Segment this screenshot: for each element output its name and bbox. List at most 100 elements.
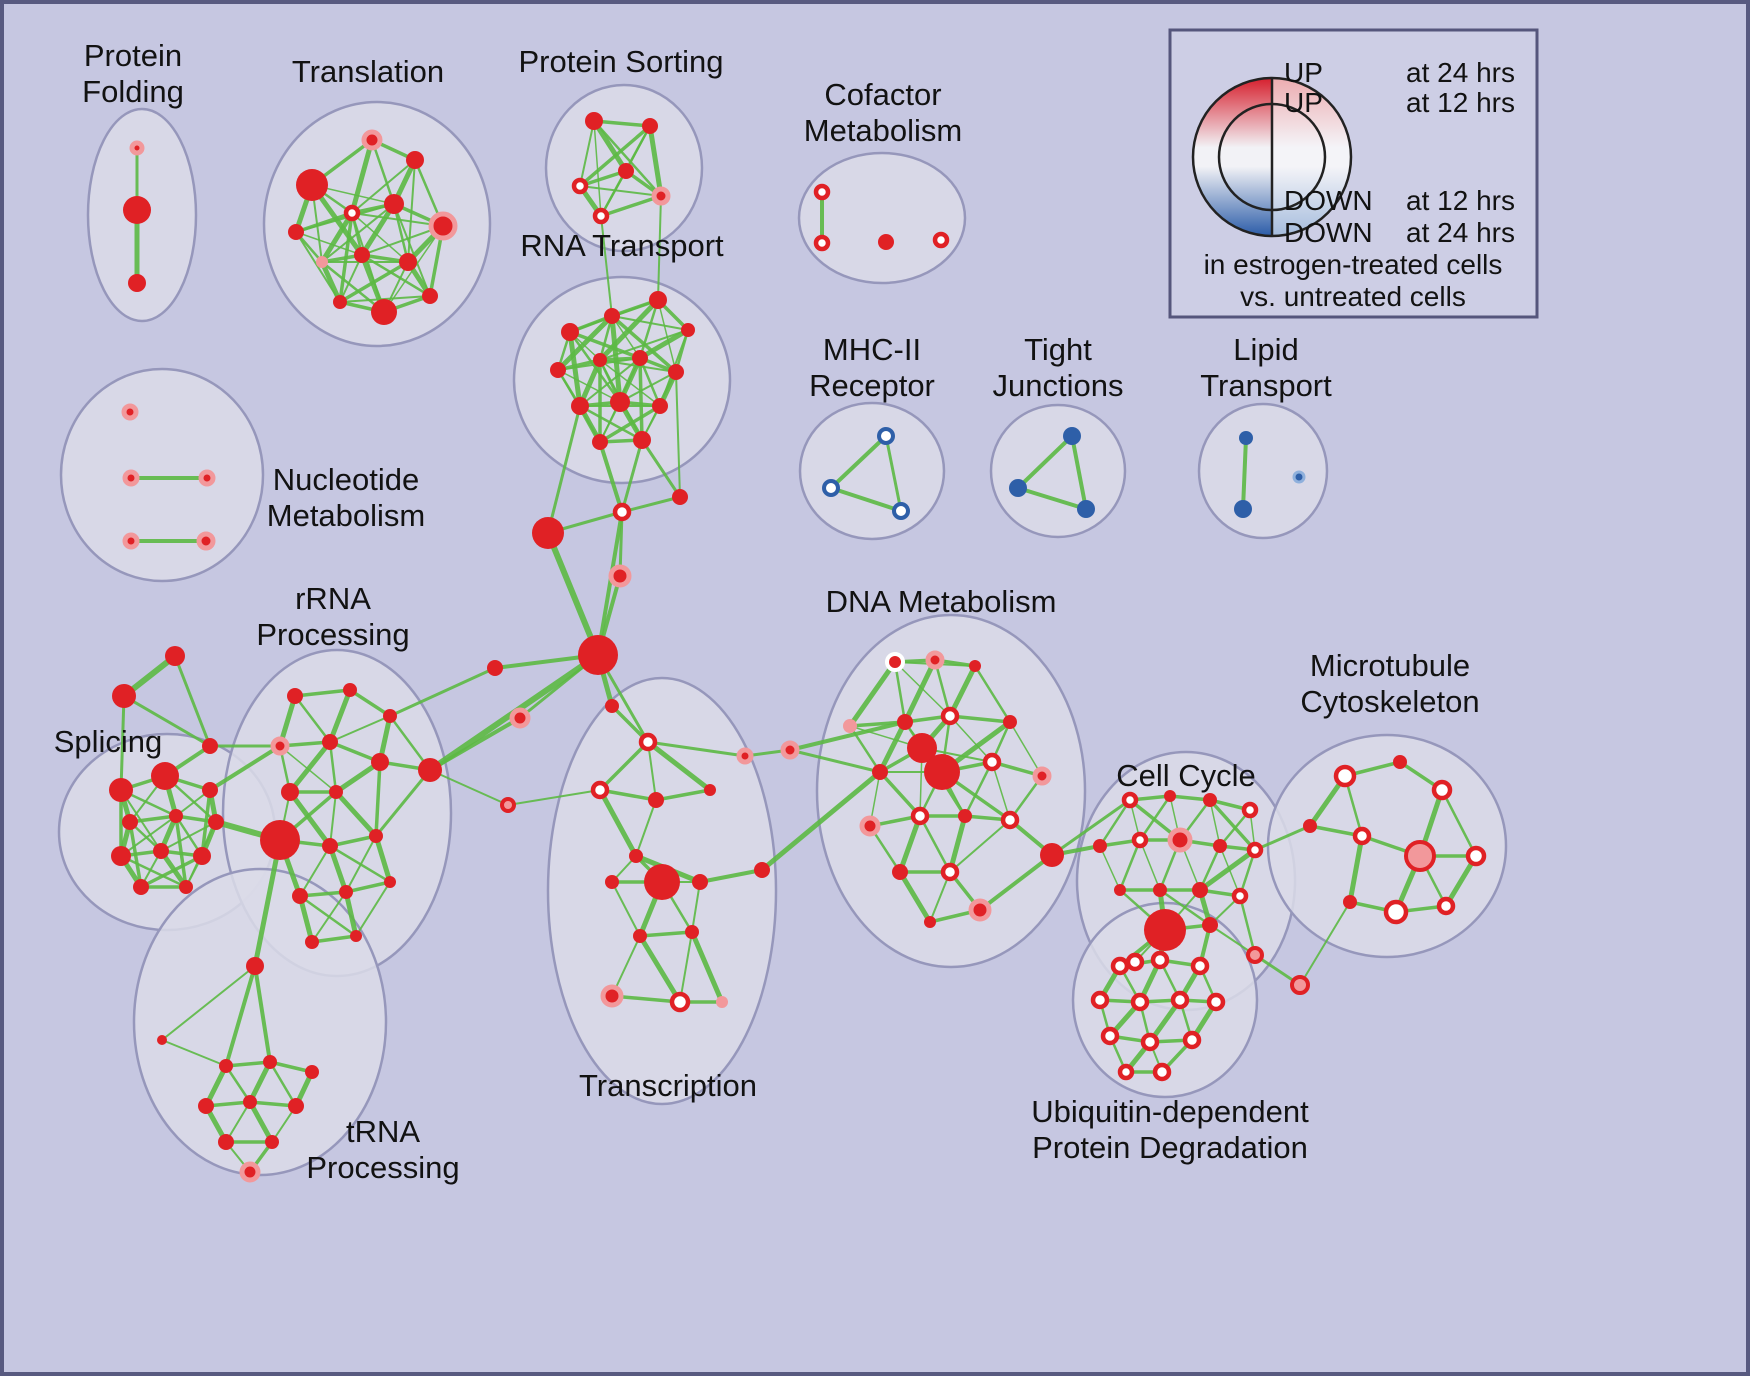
- network-node: [1170, 990, 1190, 1010]
- network-node: [243, 1095, 257, 1109]
- network-node: [121, 403, 139, 421]
- network-node: [1125, 952, 1145, 972]
- network-node: [1234, 500, 1252, 518]
- network-node: [270, 736, 290, 756]
- network-node: [1131, 831, 1149, 849]
- network-node: [1000, 810, 1020, 830]
- network-node: [925, 650, 945, 670]
- network-node: [305, 935, 319, 949]
- network-node: [681, 323, 695, 337]
- network-edge: [599, 329, 689, 361]
- network-node: [288, 224, 304, 240]
- network-node: [339, 885, 353, 899]
- legend-caption-line1: in estrogen-treated cells: [1204, 249, 1503, 280]
- network-node: [399, 253, 417, 271]
- network-node: [571, 397, 589, 415]
- network-edge: [897, 869, 933, 925]
- network-node: [1333, 764, 1357, 788]
- network-node: [669, 991, 691, 1013]
- network-edge: [287, 789, 333, 849]
- network-edge: [646, 740, 747, 758]
- network-edge: [293, 688, 352, 698]
- legend-up-12-time: at 12 hrs: [1406, 87, 1515, 118]
- network-edge: [620, 495, 682, 514]
- network-edge: [374, 768, 432, 838]
- network-edge: [349, 137, 375, 216]
- legend-down-24-time: at 24 hrs: [1406, 217, 1515, 248]
- network-node: [193, 847, 211, 865]
- network-edge: [597, 297, 661, 363]
- network-node: [1152, 1062, 1172, 1082]
- network-node: [1393, 755, 1407, 769]
- network-node: [500, 797, 516, 813]
- network-node: [877, 427, 895, 445]
- network-edge: [578, 404, 644, 442]
- network-edge: [329, 715, 391, 743]
- network-node: [633, 431, 651, 449]
- network-edge: [675, 371, 681, 498]
- network-node: [892, 864, 908, 880]
- network-edge: [949, 715, 993, 763]
- network-node: [218, 1134, 234, 1150]
- network-edge: [579, 185, 662, 197]
- network-edge: [320, 260, 386, 314]
- network-edge: [119, 694, 126, 792]
- network-node: [932, 231, 950, 249]
- network-node: [644, 864, 680, 900]
- cluster-label-cc: Cell Cycle: [1116, 758, 1256, 793]
- network-edge: [319, 259, 343, 305]
- network-edge: [788, 720, 907, 752]
- network-node: [593, 353, 607, 367]
- network-edge: [253, 964, 272, 1064]
- network-edge: [295, 231, 363, 256]
- network-edge: [1197, 847, 1258, 893]
- network-edge: [638, 930, 694, 938]
- network-node: [843, 719, 857, 733]
- network-node: [343, 204, 361, 222]
- network-edge: [1016, 486, 1088, 511]
- network-node: [165, 646, 185, 666]
- network-edge: [224, 1064, 252, 1104]
- network-node: [246, 957, 264, 975]
- network-node: [202, 782, 218, 798]
- network-edge: [638, 356, 662, 408]
- network-node: [509, 707, 531, 729]
- network-node: [958, 809, 972, 823]
- network-edge: [120, 815, 177, 857]
- network-node: [1090, 990, 1110, 1010]
- network-node: [343, 683, 357, 697]
- network-node: [1117, 1063, 1135, 1081]
- network-node: [265, 1135, 279, 1149]
- network-node: [198, 1098, 214, 1114]
- network-edge: [878, 770, 922, 818]
- network-node: [1290, 975, 1310, 995]
- network-node: [1003, 715, 1017, 729]
- network-node: [940, 706, 960, 726]
- network-node: [1352, 826, 1372, 846]
- network-edge: [591, 118, 629, 174]
- network-node: [704, 784, 716, 796]
- network-node: [1203, 793, 1217, 807]
- network-node: [122, 814, 138, 830]
- network-node: [968, 898, 992, 922]
- network-node: [1153, 883, 1167, 897]
- network-edge: [388, 666, 497, 718]
- network-node: [924, 916, 936, 928]
- network-node: [780, 740, 800, 760]
- network-node: [813, 183, 831, 201]
- network-node: [1190, 956, 1210, 976]
- network-node: [406, 151, 424, 169]
- network-node: [550, 362, 566, 378]
- network-node: [333, 295, 347, 309]
- network-node: [384, 194, 404, 214]
- network-node: [383, 709, 397, 723]
- network-edge: [593, 120, 602, 217]
- network-edge: [161, 965, 256, 1041]
- network-edge: [1016, 434, 1074, 490]
- cluster-ellipse-rna: [512, 275, 732, 485]
- network-node: [169, 809, 183, 823]
- network-node: [239, 1161, 261, 1183]
